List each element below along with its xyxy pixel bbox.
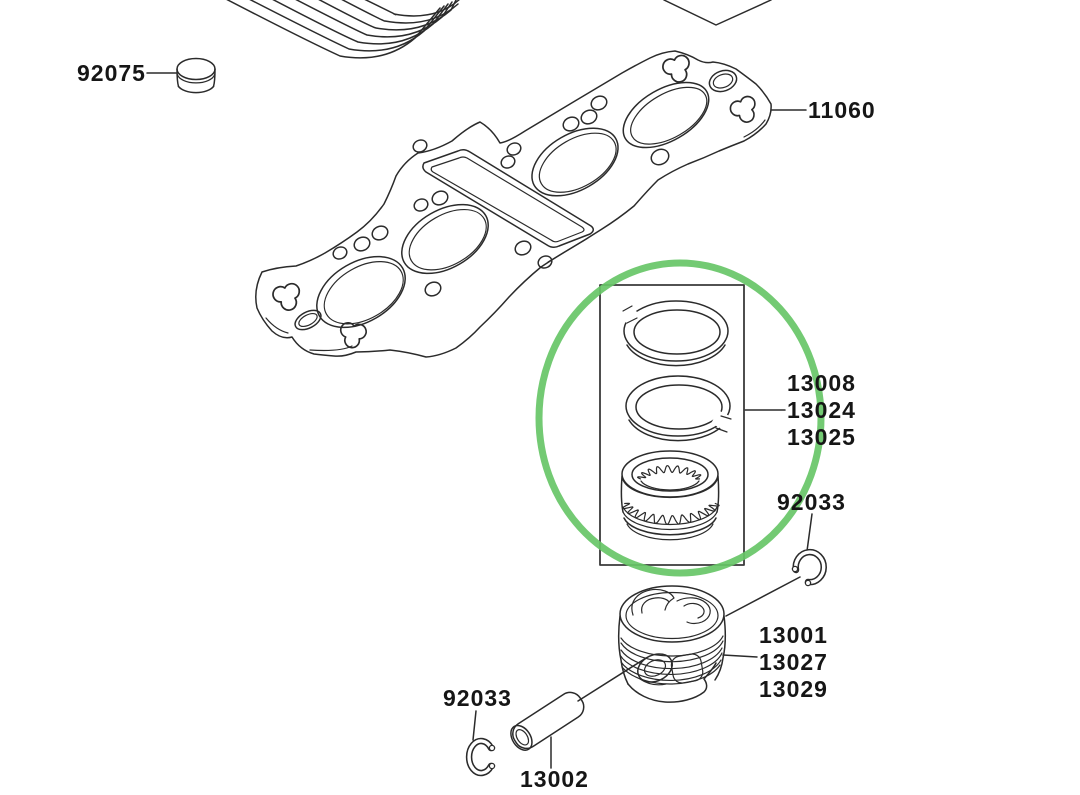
part-label-13025: 13025 (787, 424, 856, 450)
circlip-upper-icon (791, 548, 827, 587)
part-label-13024: 13024 (787, 397, 856, 423)
leader-pin-to-piston (577, 657, 647, 702)
piston-icon (617, 585, 727, 703)
part-label-92033-upper: 92033 (777, 489, 846, 515)
cylinder-block-fins-icon (226, 0, 460, 59)
leader-92033-upper (806, 513, 813, 552)
leader-circlip-to-piston (725, 576, 801, 617)
highlight-circle (535, 259, 825, 577)
gasket-bore-2 (401, 203, 489, 275)
part-label-13008: 13008 (787, 370, 856, 396)
leader-13027 (722, 654, 758, 658)
gasket-bore-3 (531, 127, 619, 197)
leader-lines (146, 72, 813, 769)
circlip-lower-icon (465, 737, 496, 777)
part-label-11060: 11060 (808, 97, 876, 123)
piston-pin-icon (510, 691, 585, 751)
cylinder-liner-corner-icon (663, 0, 772, 26)
gasket-outline (255, 50, 772, 358)
part-label-13029: 13029 (759, 676, 828, 702)
trilobe-cutout (727, 93, 763, 128)
oil-ring-assembly-icon (620, 450, 720, 541)
part-label-13002: 13002 (520, 766, 589, 792)
ring-set-box (599, 284, 745, 566)
part-label-13027: 13027 (759, 649, 828, 675)
part-label-13001: 13001 (759, 622, 828, 648)
head-gasket-icon (255, 50, 772, 358)
piston-pin-hole (637, 653, 673, 683)
plug-part-icon (176, 57, 216, 94)
part-label-92075: 92075 (77, 60, 146, 86)
piston-ring-set (599, 284, 745, 566)
trilobe-cutout (270, 281, 305, 315)
gasket-oval-hole (708, 69, 738, 93)
gasket-bore-1 (316, 255, 406, 329)
cam-chain-slot (422, 148, 594, 249)
leader-92033-lower (472, 710, 477, 741)
top-compression-ring-icon (617, 300, 729, 367)
gasket-oval-hole (294, 309, 322, 331)
second-compression-ring-icon (625, 375, 734, 442)
part-label-92033-lower: 92033 (443, 685, 512, 711)
gasket-bolt-holes (332, 95, 670, 297)
trilobe-cutout (660, 52, 695, 87)
gasket-bore-4 (622, 81, 710, 149)
